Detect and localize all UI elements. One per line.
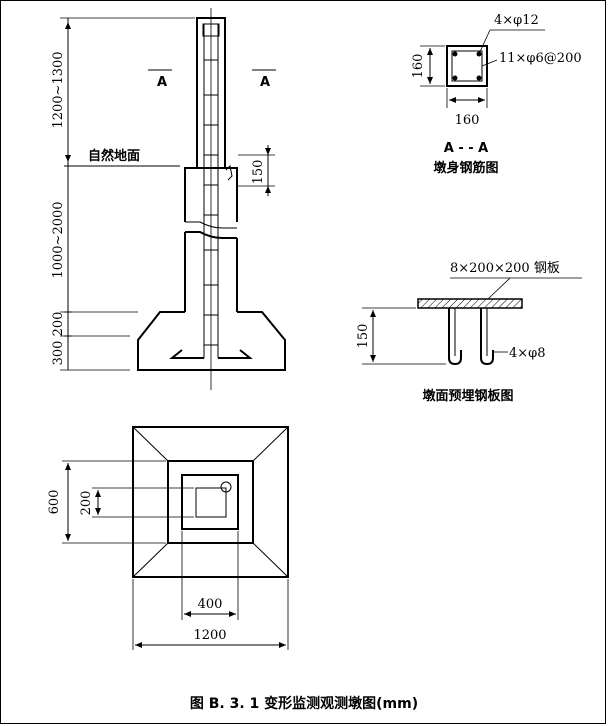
plan-dim-400: 400 <box>198 597 223 612</box>
plan-footing-top <box>167 460 254 544</box>
column-shaft <box>196 17 226 169</box>
break-line <box>185 221 237 229</box>
ground-label: 自然地面 <box>88 148 140 164</box>
elevation-dimensions <box>60 17 195 371</box>
dim-mid-text: 1000~2000 <box>51 201 66 278</box>
anchor-left <box>448 308 462 366</box>
column-lower <box>184 232 238 312</box>
plan-view <box>62 426 289 650</box>
section-mark-right: A <box>260 75 270 90</box>
column-top-bar <box>202 23 220 37</box>
figure-caption: 图 B. 3. 1 变形监测观测墩图(mm) <box>190 695 418 712</box>
plate-height-dim: 150 <box>356 324 371 349</box>
section-bottom-dim: 160 <box>455 113 480 128</box>
plate-view <box>362 277 582 366</box>
elevation-view <box>60 8 286 390</box>
anchor-label: 4×φ8 <box>509 346 546 361</box>
dim-base1-text: 200 <box>51 312 66 337</box>
column-upper-wide <box>184 167 238 222</box>
anchor-right <box>480 308 494 366</box>
plan-marker-circle <box>220 481 232 493</box>
section-title: 墩身钢筋图 <box>433 160 498 176</box>
bottom-hook-left <box>169 349 204 359</box>
plan-dim-600: 600 <box>47 490 62 515</box>
plate-label: 8×200×200 钢板 <box>450 261 560 276</box>
rebar-stirrup-label: 11×φ6@200 <box>499 51 582 66</box>
dim-150-elev <box>238 145 275 196</box>
section-mark-left: A <box>157 75 167 90</box>
plan-dim-200: 200 <box>79 491 94 516</box>
section-outer <box>446 45 488 87</box>
section-view <box>420 29 545 108</box>
steel-plate <box>417 298 523 309</box>
section-side-dim: 160 <box>411 54 426 79</box>
plate-title: 墩面预埋钢板图 <box>422 388 513 404</box>
plan-footing-outer <box>132 426 289 578</box>
plan-dim-1200: 1200 <box>193 628 226 643</box>
stirrups <box>204 59 218 346</box>
plan-plate <box>195 487 227 518</box>
section-mark: A - - A <box>444 141 489 156</box>
side-hook <box>225 164 233 181</box>
rebar-main-label: 4×φ12 <box>494 13 539 28</box>
bottom-hook-right <box>218 349 253 359</box>
plan-column <box>181 474 239 530</box>
footing <box>137 311 286 371</box>
dim-plate-text: 150 <box>251 160 266 185</box>
dim-base2-text: 300 <box>51 341 66 366</box>
dim-top-text: 1200~1300 <box>51 51 66 128</box>
